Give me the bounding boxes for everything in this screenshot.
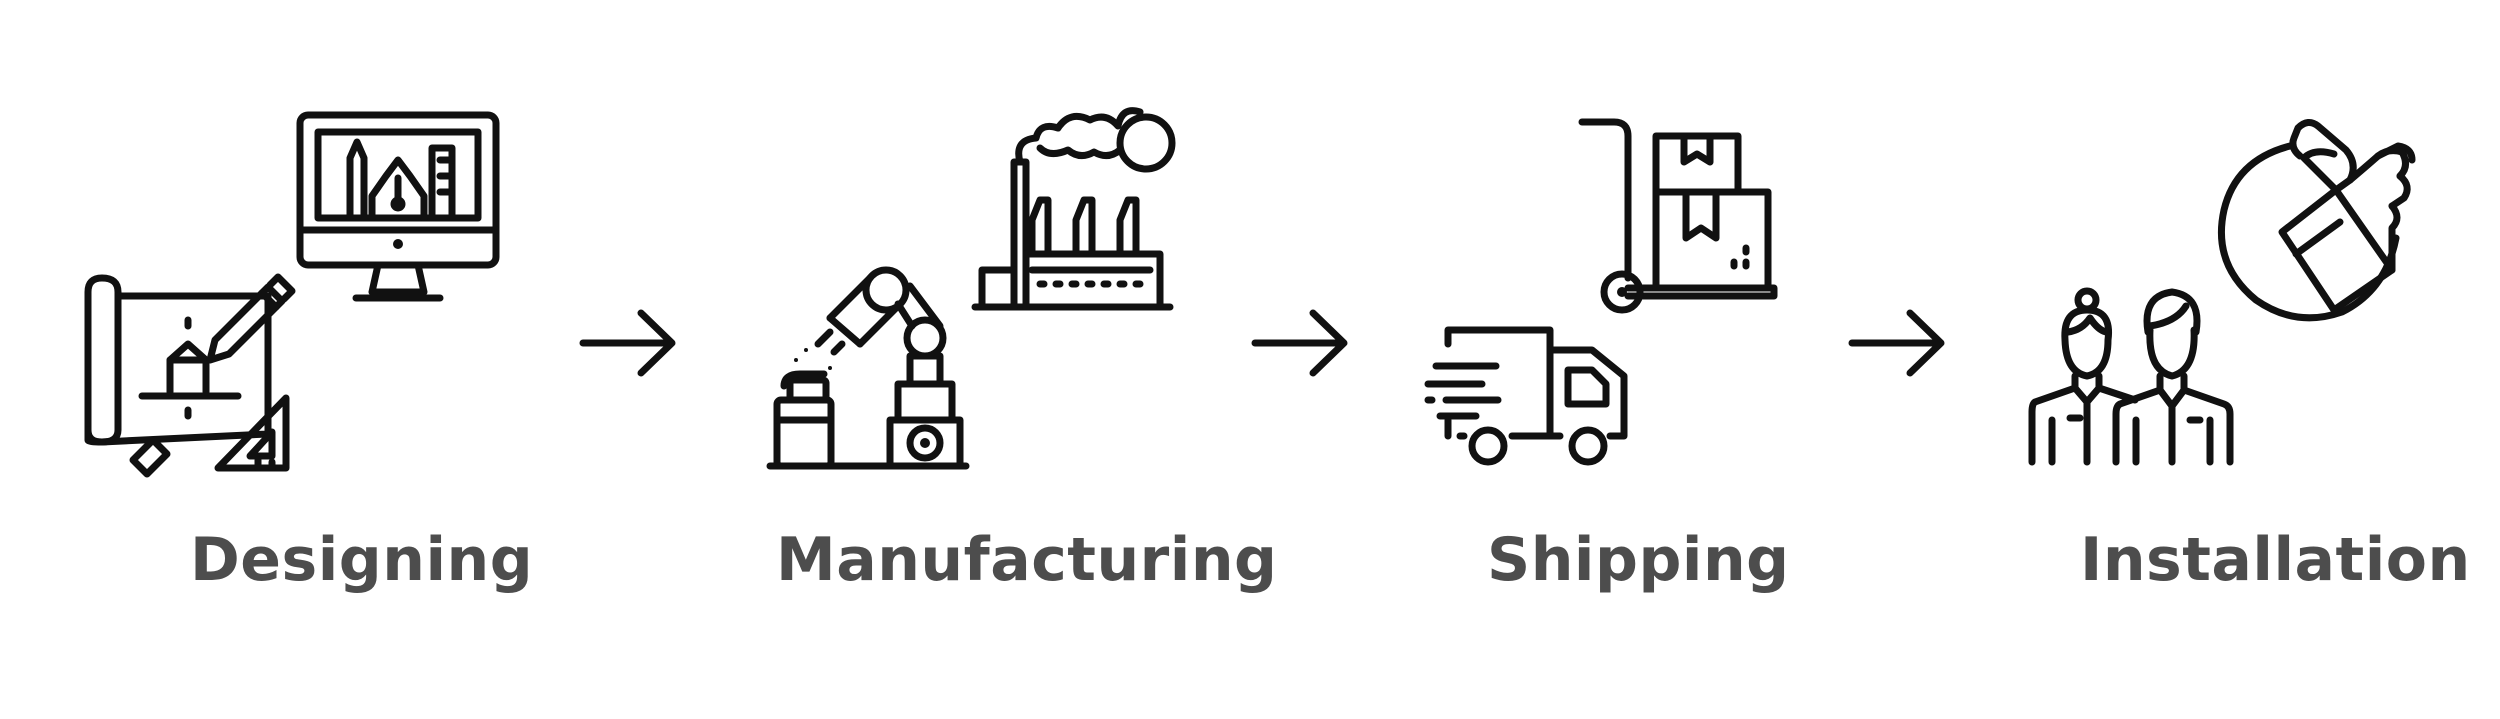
step-label-installation: Installation <box>2080 525 2471 595</box>
pencil-icon <box>129 273 296 478</box>
step-label-shipping: Shipping <box>1487 525 1790 595</box>
factory-icon <box>971 107 1176 311</box>
thumbs-up-icon <box>2217 119 2416 322</box>
arrow-right-icon <box>1251 309 1348 377</box>
arrow-right-icon <box>579 309 676 377</box>
delivery-truck-icon <box>1424 326 1628 466</box>
step-label-manufacturing: Manufacturing <box>776 525 1278 595</box>
set-square-icon <box>214 394 290 472</box>
blueprint-icon <box>84 274 272 446</box>
arrow-right-icon <box>1848 309 1945 377</box>
step-label-designing: Designing <box>190 525 534 595</box>
workers-icon <box>2028 287 2234 466</box>
robotic-arm-icon <box>766 266 970 470</box>
hand-truck-icon <box>1578 118 1778 314</box>
monitor-icon <box>296 111 500 302</box>
boxes-icon <box>1652 132 1772 292</box>
